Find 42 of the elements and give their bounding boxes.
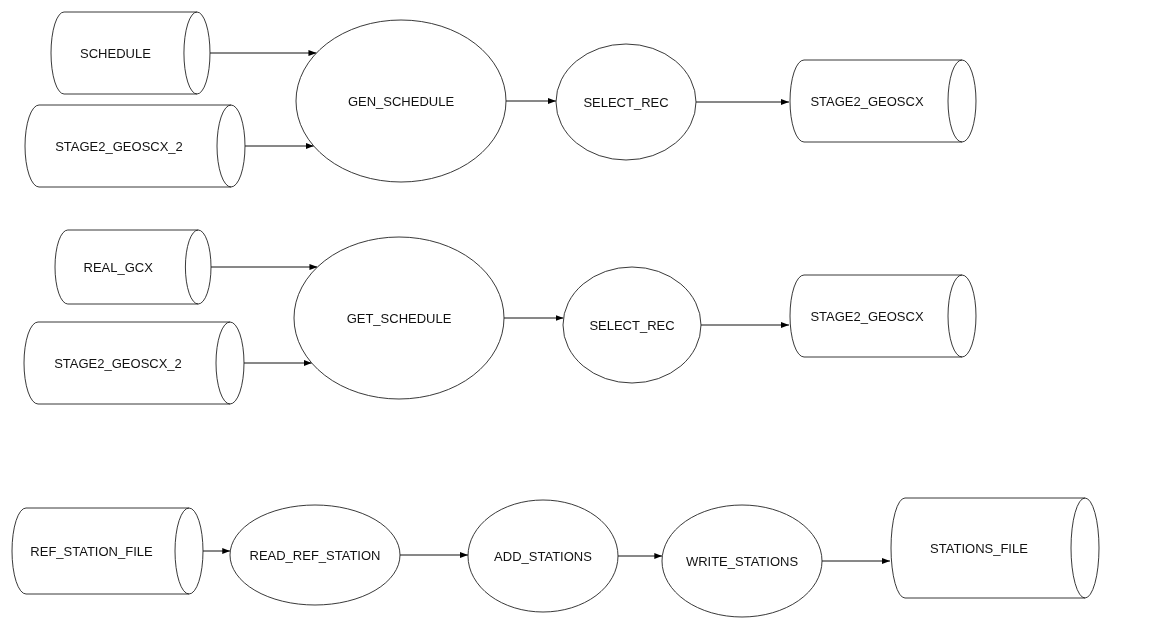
process-ellipse xyxy=(563,267,701,383)
node-label: ADD_STATIONS xyxy=(494,548,592,564)
node-label: SCHEDULE xyxy=(80,45,151,61)
data-store-cylinder xyxy=(20,322,244,404)
arrow xyxy=(210,264,318,270)
data-store-cylinder xyxy=(51,230,211,304)
node-label: READ_REF_STATION xyxy=(249,547,381,563)
data-store-cylinder xyxy=(47,12,210,94)
arrow xyxy=(209,50,317,56)
node-label: WRITE_STATIONS xyxy=(685,553,799,569)
node-label: REAL_GCX xyxy=(83,259,153,275)
arrow xyxy=(695,99,790,105)
node-label: SELECT_REC xyxy=(589,317,675,333)
node-label: GEN_SCHEDULE xyxy=(347,93,455,109)
node-label: GET_SCHEDULE xyxy=(346,310,452,326)
arrow xyxy=(399,552,469,558)
arrow xyxy=(821,558,891,564)
node-label: STAGE2_GEOSCX xyxy=(810,308,924,324)
process-ellipse xyxy=(230,505,400,605)
arrow xyxy=(244,143,315,149)
arrow xyxy=(503,315,564,321)
data-store-cylinder xyxy=(8,508,203,594)
arrow xyxy=(505,98,557,104)
arrow xyxy=(243,360,313,366)
data-store-cylinder xyxy=(786,275,976,357)
process-ellipse xyxy=(296,20,506,182)
arrow xyxy=(617,553,663,559)
arrow xyxy=(202,548,231,554)
node-label: STAGE2_GEOSCX_2 xyxy=(54,355,182,371)
node-label: STAGE2_GEOSCX_2 xyxy=(55,138,183,154)
data-store-cylinder xyxy=(786,60,976,142)
data-store-cylinder xyxy=(21,105,245,187)
arrow xyxy=(700,322,790,328)
process-ellipse xyxy=(294,237,504,399)
node-label: SELECT_REC xyxy=(583,94,669,110)
data-store-cylinder xyxy=(887,498,1099,598)
node-label: STAGE2_GEOSCX xyxy=(810,93,924,109)
process-ellipse xyxy=(556,44,696,160)
process-ellipse xyxy=(468,500,618,612)
node-label: REF_STATION_FILE xyxy=(30,543,153,559)
process-ellipse xyxy=(662,505,822,617)
node-label: STATIONS_FILE xyxy=(930,540,1028,556)
